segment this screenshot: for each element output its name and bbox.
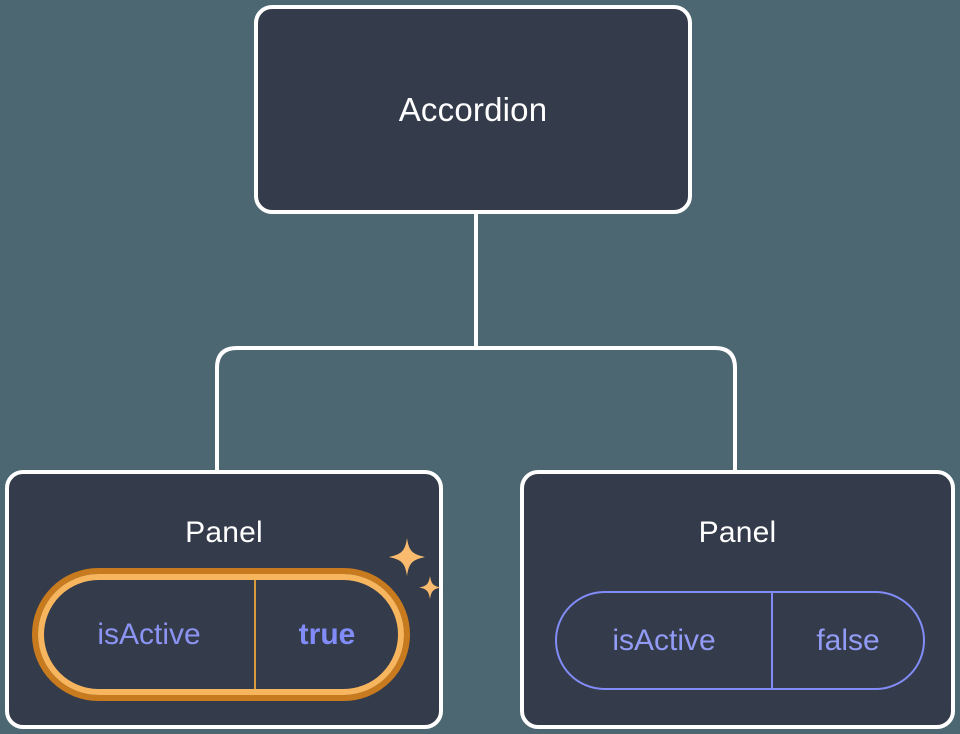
prop-pill-outer-ring: isActive true — [32, 568, 410, 701]
node-title: Accordion — [398, 91, 548, 128]
prop-pill-border: isActive false — [555, 591, 925, 690]
prop-name: isActive — [557, 593, 773, 688]
prop-value: false — [816, 623, 880, 657]
node-title: Panel — [185, 516, 263, 549]
prop-pill-highlighted[interactable]: isActive true — [32, 568, 410, 701]
connector-branch-bus — [215, 346, 737, 470]
prop-name: isActive — [44, 580, 256, 689]
node-title: Panel — [698, 516, 777, 549]
prop-value: true — [298, 617, 356, 651]
prop-pill-inner-ring: isActive true — [38, 574, 404, 695]
node-root-accordion[interactable]: Accordion — [254, 5, 692, 214]
prop-pill-default[interactable]: isActive false — [555, 591, 925, 690]
